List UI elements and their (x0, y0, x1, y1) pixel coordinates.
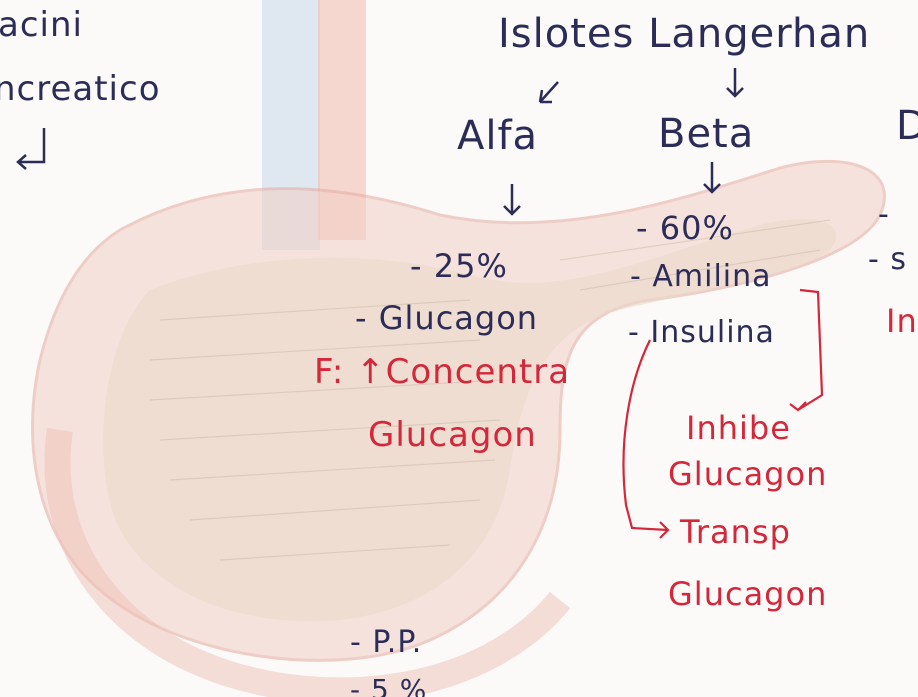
pp-title: - P.P. (350, 628, 422, 658)
beta-percent: - 60% (636, 212, 734, 244)
beta-effect-transp-glucagon: Glucagon (668, 578, 827, 610)
beta-effect-inhibe: Inhibe (686, 412, 791, 444)
beta-effect-transp: Transp (680, 516, 791, 548)
delta-title-partial: D (896, 106, 918, 146)
delta-red-partial: In (886, 305, 918, 337)
alfa-percent: - 25% (410, 250, 508, 282)
beta-title: Beta (658, 114, 754, 154)
alfa-hormone: - Glucagon (355, 302, 538, 334)
beta-effect-inhibe-glucagon: Glucagon (668, 458, 827, 490)
pp-percent-partial: - 5 % (350, 676, 427, 697)
delta-dash-1: - (878, 200, 890, 230)
delta-dash-2: - s (868, 245, 907, 275)
alfa-function-line-2: Glucagon (368, 418, 537, 452)
beta-item-amilina: - Amilina (630, 262, 772, 292)
alfa-function-line-1: F: ↑Concentra (314, 355, 570, 389)
islotes-langerhans-heading: Islotes Langerhan (498, 14, 870, 54)
pancreatico-heading: ncreatico (0, 72, 161, 106)
acini-heading: acini (0, 8, 83, 42)
alfa-title: Alfa (457, 116, 538, 156)
beta-item-insulina: - Insulina (628, 318, 775, 348)
